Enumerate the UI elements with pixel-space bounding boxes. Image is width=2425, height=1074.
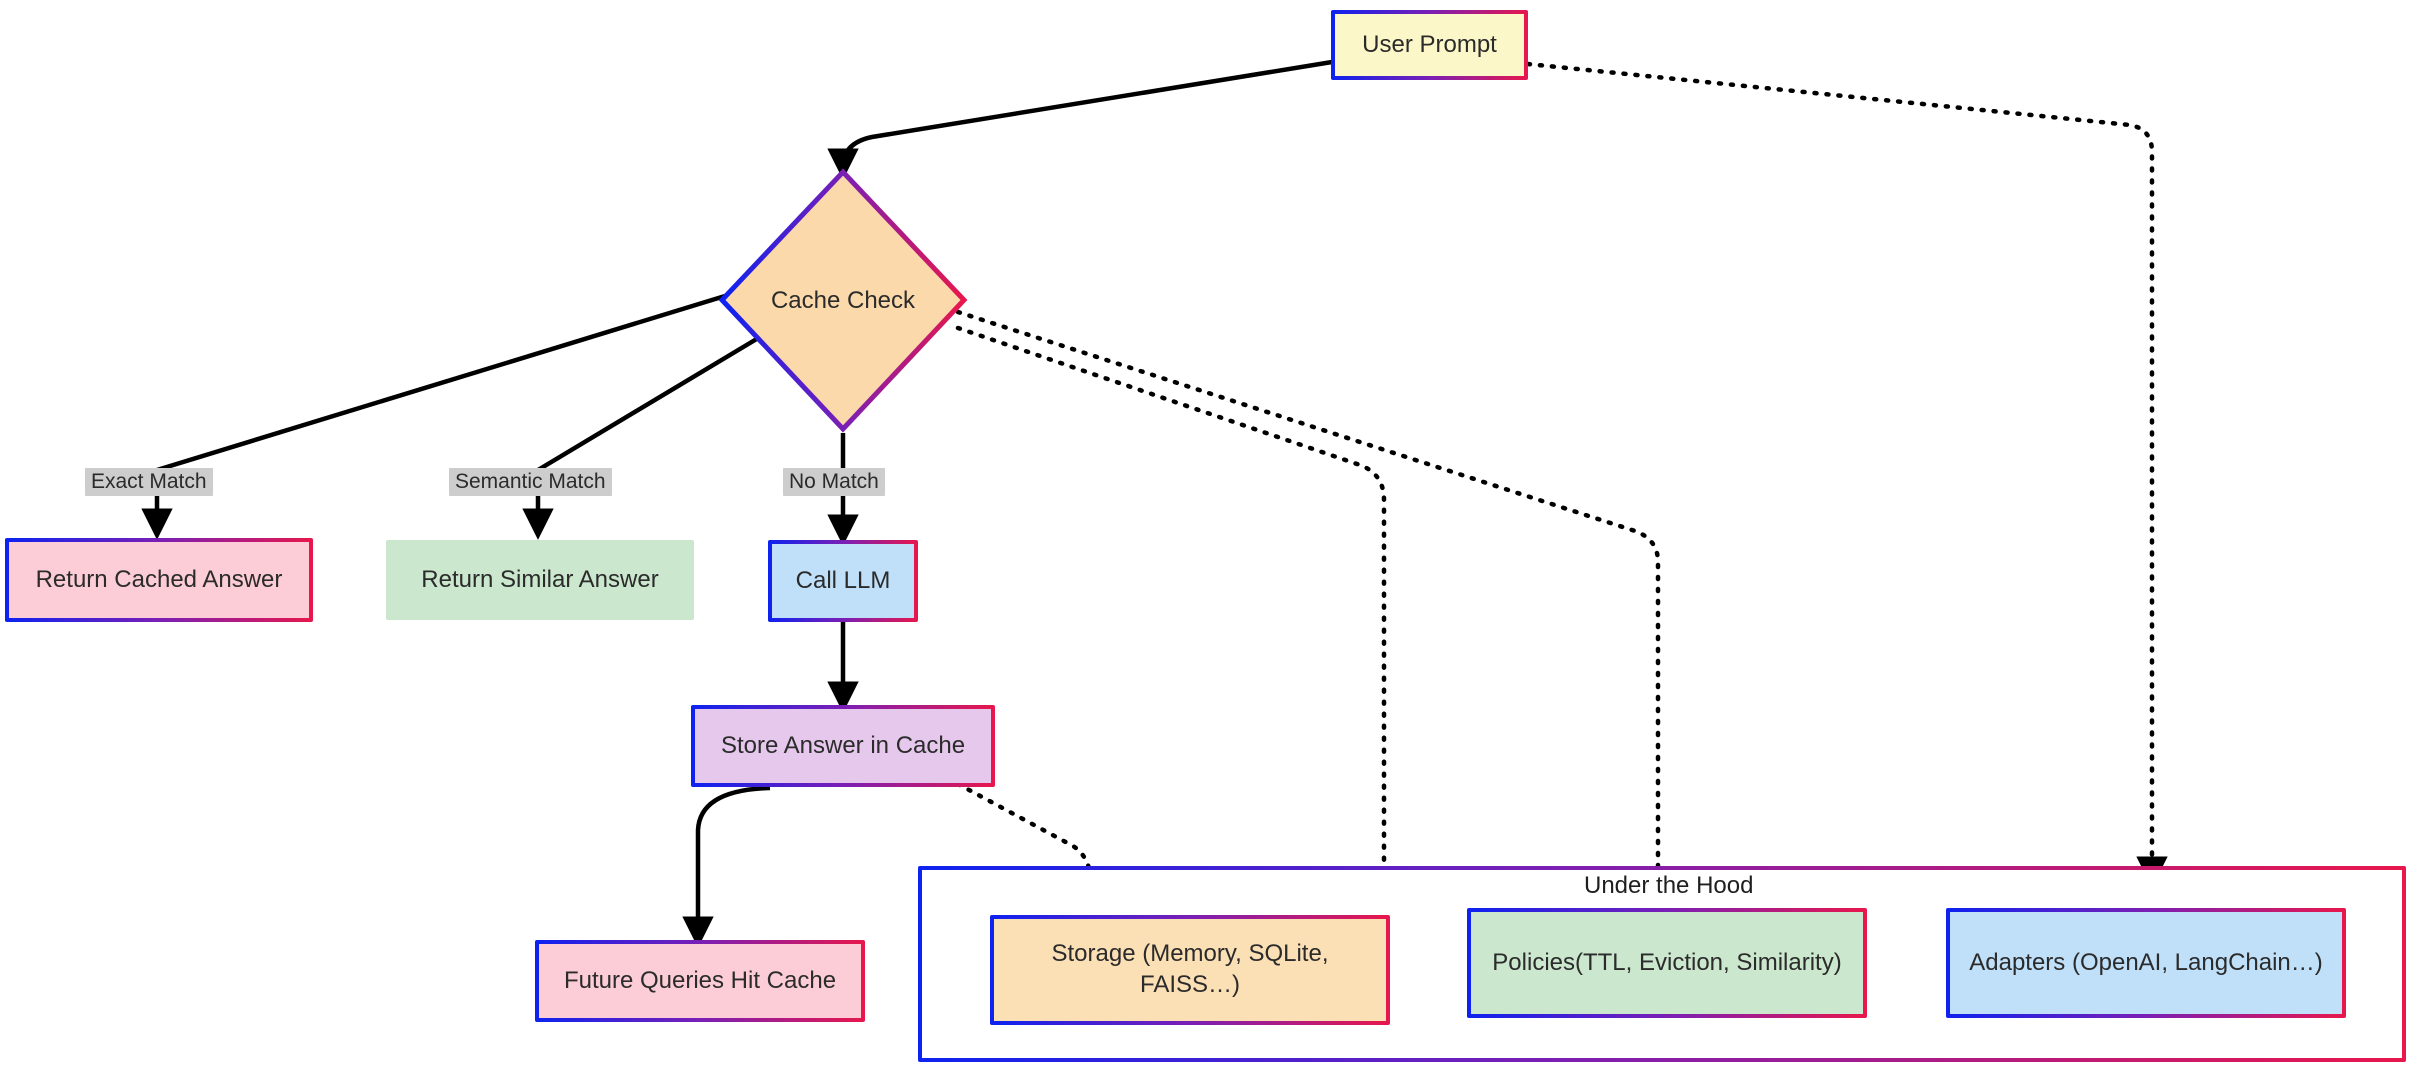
edge-label-no-match: No Match bbox=[783, 468, 885, 496]
node-adapters[interactable]: Adapters (OpenAI, LangChain…) bbox=[1946, 908, 2346, 1018]
node-user-prompt-label: User Prompt bbox=[1362, 30, 1497, 58]
cache-check-diamond-shape bbox=[718, 168, 968, 433]
node-cache-check-label: Cache Check bbox=[770, 286, 916, 314]
node-store-answer-in-cache-label: Store Answer in Cache bbox=[720, 731, 966, 759]
subgraph-title-under-the-hood: Under the Hood bbox=[1578, 872, 1760, 900]
node-user-prompt[interactable]: User Prompt bbox=[1331, 10, 1528, 80]
edge-user-prompt-to-adapters bbox=[1525, 61, 2168, 888]
node-storage[interactable]: Storage (Memory, SQLite, FAISS…) bbox=[990, 915, 1390, 1025]
edge-label-exact-match: Exact Match bbox=[85, 468, 213, 496]
node-policies-label: Policies(TTL, Eviction, Similarity) bbox=[1492, 948, 1842, 976]
node-policies[interactable]: Policies(TTL, Eviction, Similarity) bbox=[1467, 908, 1867, 1018]
edge-label-semantic-match: Semantic Match bbox=[449, 468, 612, 496]
edge-user-prompt-to-cache-check bbox=[827, 59, 1333, 180]
node-call-llm[interactable]: Call LLM bbox=[768, 540, 918, 622]
node-cache-check[interactable]: Cache Check bbox=[718, 168, 968, 433]
node-future-queries-hit-cache[interactable]: Future Queries Hit Cache bbox=[535, 940, 865, 1022]
node-call-llm-label: Call LLM bbox=[795, 566, 891, 594]
node-return-cached-answer[interactable]: Return Cached Answer bbox=[5, 538, 313, 622]
node-return-cached-answer-label: Return Cached Answer bbox=[35, 565, 283, 593]
node-store-answer-in-cache[interactable]: Store Answer in Cache bbox=[691, 705, 995, 787]
edge-cache-check-to-policies bbox=[955, 309, 1674, 918]
node-future-queries-hit-cache-label: Future Queries Hit Cache bbox=[563, 966, 837, 994]
node-adapters-label: Adapters (OpenAI, LangChain…) bbox=[1969, 948, 2323, 976]
node-return-similar-answer[interactable]: Return Similar Answer bbox=[386, 540, 694, 620]
node-storage-label: Storage (Memory, SQLite, FAISS…) bbox=[1051, 940, 1329, 998]
node-return-similar-answer-label: Return Similar Answer bbox=[421, 565, 659, 593]
edge-cache-check-to-return-cached bbox=[156, 293, 726, 473]
edge-store-answer-to-future-hit bbox=[682, 785, 771, 948]
